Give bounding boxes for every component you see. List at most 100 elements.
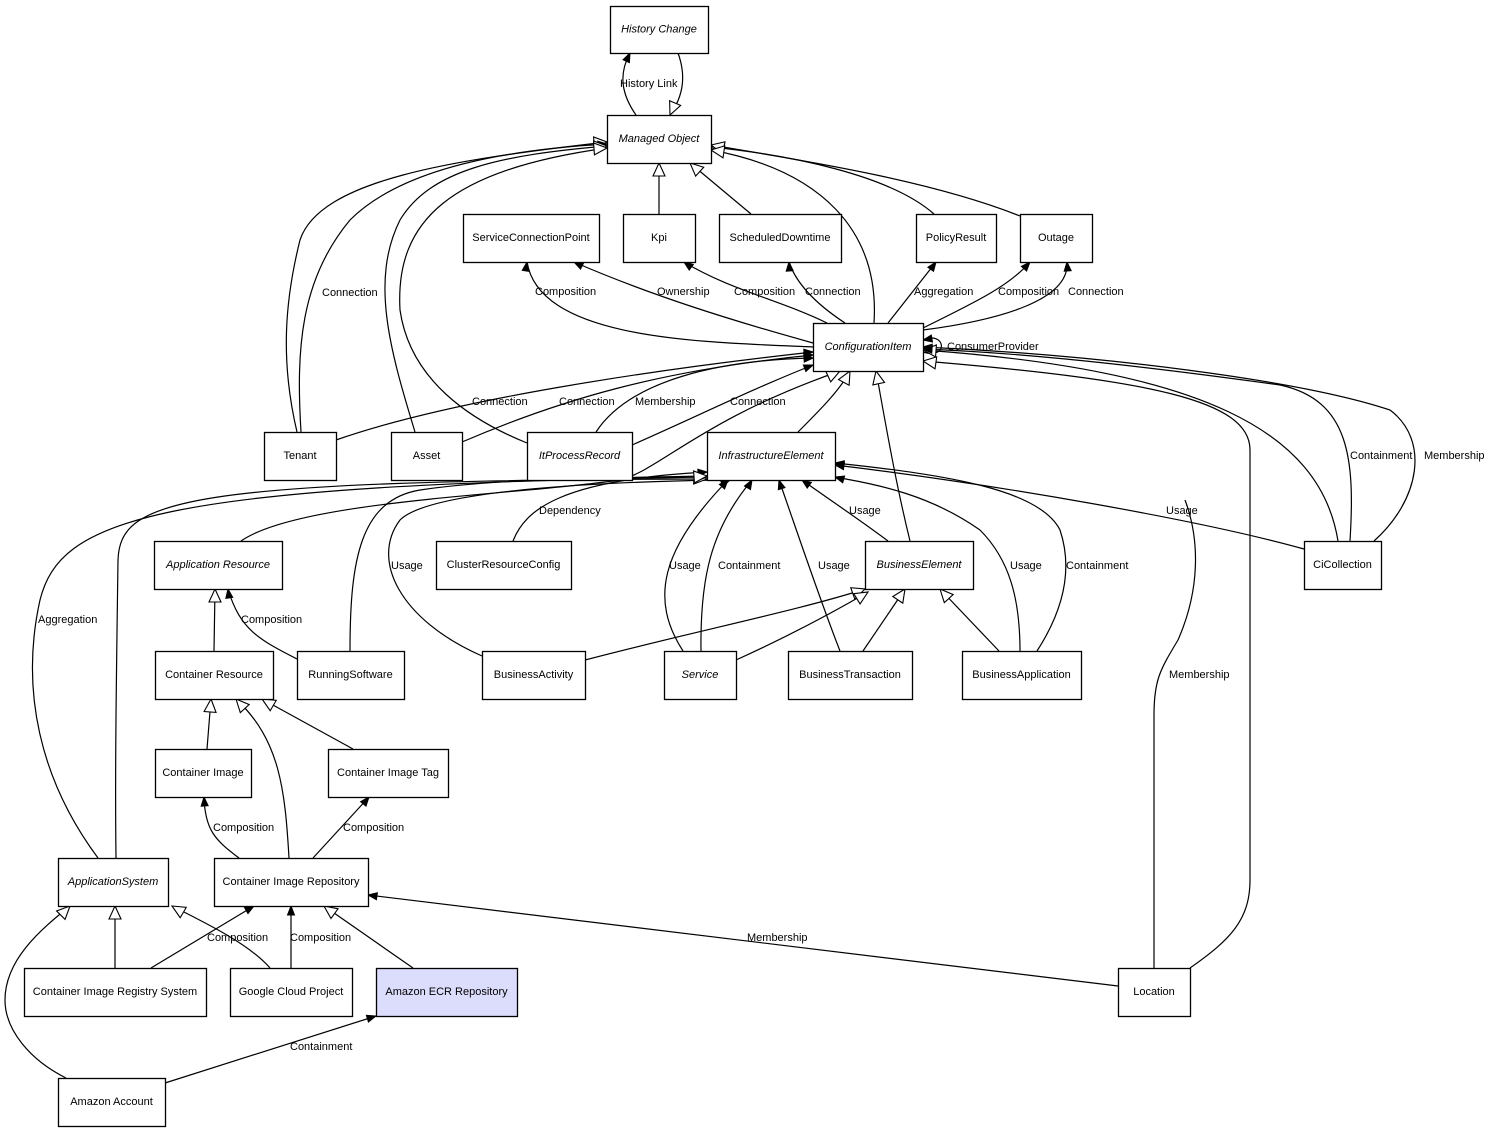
node-label: Container Image Repository — [223, 876, 360, 888]
node-label: Location — [1133, 986, 1175, 998]
node-box — [812, 322, 925, 373]
edge-label: Composition — [998, 286, 1059, 298]
node-policy-result[interactable]: PolicyResult — [915, 213, 998, 264]
node-box — [1303, 540, 1383, 591]
node-label: Container Image Tag — [337, 767, 439, 779]
edge-label: Usage — [849, 505, 881, 517]
inheritance-arrowhead-icon — [824, 370, 842, 383]
node-tenant[interactable]: Tenant — [263, 431, 338, 482]
node-cluster-resource-config[interactable]: ClusterResourceConfig — [435, 540, 573, 591]
edge-configuration-item-to-policy-result-line — [887, 261, 937, 324]
node-history-change[interactable]: History Change — [609, 5, 710, 55]
node-ci-collection[interactable]: CiCollection — [1303, 540, 1383, 591]
edge-it-process-record-to-configuration-item-line — [595, 357, 814, 433]
edge-business-element-to-configuration-item-line — [875, 370, 911, 542]
edge-ci-collection-to-configuration-item-line — [922, 346, 1416, 542]
edge-label: Usage — [1166, 505, 1198, 517]
node-business-element[interactable]: BusinessElement — [864, 540, 975, 591]
node-box — [864, 540, 975, 591]
node-configuration-item[interactable]: ConfigurationItem — [812, 322, 925, 373]
node-amazon-account[interactable]: Amazon Account — [57, 1077, 167, 1128]
edge-label: Composition — [343, 822, 404, 834]
association-arrowhead-icon — [359, 795, 370, 808]
edge-label: Containment — [1066, 560, 1128, 572]
edge-label: Membership — [1169, 669, 1230, 681]
node-service[interactable]: Service — [663, 650, 738, 701]
node-label: Container Resource — [165, 669, 263, 681]
node-box — [154, 748, 253, 799]
node-label: History Change — [621, 24, 697, 36]
node-google-cloud-project[interactable]: Google Cloud Project — [229, 967, 354, 1018]
node-box — [154, 650, 275, 701]
edge-application-system-to-infrastructure-element-line — [31, 476, 708, 859]
node-application-system[interactable]: ApplicationSystem — [57, 857, 170, 908]
node-amazon-ecr-repository[interactable]: Amazon ECR Repository — [375, 967, 519, 1018]
inheritance-arrowhead-icon — [322, 905, 339, 920]
inheritance-arrowhead-icon — [852, 591, 870, 605]
edge-business-application-to-infrastructure-element-line — [834, 462, 1067, 652]
node-box — [462, 213, 601, 264]
edge-label: Connection — [805, 286, 861, 298]
node-application-resource[interactable]: Application Resource — [153, 540, 284, 591]
node-it-process-record[interactable]: ItProcessRecord — [526, 431, 634, 482]
node-service-connection-point[interactable]: ServiceConnectionPoint — [462, 213, 601, 264]
edge-label: Composition — [207, 932, 268, 944]
edge-label: Containment — [718, 560, 780, 572]
edge-outage-to-managed-object-line — [710, 144, 1021, 217]
node-business-transaction[interactable]: BusinessTransaction — [787, 650, 914, 701]
edge-business-application-to-infrastructure-element-line — [834, 476, 1021, 652]
node-box — [57, 857, 170, 908]
association-arrowhead-icon — [200, 795, 209, 807]
node-label: ApplicationSystem — [67, 876, 159, 888]
edge-ci-collection-to-configuration-item-line — [922, 348, 1352, 542]
edge-business-application-to-business-element-line — [939, 588, 1000, 652]
edge-amazon-ecr-repository-to-container-image-repository-line — [323, 905, 414, 969]
association-arrowhead-icon — [1063, 260, 1072, 272]
node-container-image-registry-system[interactable]: Container Image Registry System — [23, 967, 208, 1018]
node-business-activity[interactable]: BusinessActivity — [481, 650, 587, 701]
node-label: ScheduledDowntime — [730, 232, 831, 244]
node-box — [1019, 213, 1094, 264]
edge-configuration-item-to-outage-line — [922, 261, 1068, 331]
node-managed-object[interactable]: Managed Object — [606, 114, 713, 165]
edge-service-to-infrastructure-element-line — [664, 479, 729, 652]
edge-running-software-to-application-resource-line — [227, 588, 298, 660]
node-asset[interactable]: Asset — [390, 431, 464, 482]
node-container-image-repository[interactable]: Container Image Repository — [213, 857, 370, 908]
association-arrowhead-icon — [1020, 260, 1031, 272]
edge-cluster-resource-config-to-infrastructure-element-line — [512, 471, 708, 542]
edge-amazon-account-to-application-system-line — [4, 905, 71, 1079]
association-arrowhead-icon — [800, 479, 813, 490]
edge-configuration-item-to-kpi-line — [683, 261, 828, 324]
inheritance-arrowhead-icon — [170, 905, 188, 919]
association-arrowhead-icon — [718, 478, 729, 490]
node-outage[interactable]: Outage — [1019, 213, 1094, 264]
inheritance-arrowhead-icon — [55, 905, 71, 921]
node-label: CiCollection — [1313, 559, 1372, 571]
edge-container-image-registry-system-to-container-image-repository-line — [150, 905, 255, 969]
node-box — [435, 540, 573, 591]
edge-label: Connection — [1068, 286, 1124, 298]
node-container-resource[interactable]: Container Resource — [154, 650, 275, 701]
edge-label: ConsumerProvider — [947, 341, 1039, 353]
node-running-software[interactable]: RunningSoftware — [296, 650, 406, 701]
inheritance-arrowhead-icon — [235, 698, 251, 714]
node-infrastructure-element[interactable]: InfrastructureElement — [706, 431, 837, 482]
edge-label: Usage — [818, 560, 850, 572]
edge-label: Containment — [1350, 450, 1412, 462]
association-arrowhead-icon — [521, 260, 530, 273]
node-container-image-tag[interactable]: Container Image Tag — [327, 748, 450, 799]
node-box — [622, 213, 697, 264]
node-kpi[interactable]: Kpi — [622, 213, 697, 264]
node-scheduled-downtime[interactable]: ScheduledDowntime — [718, 213, 843, 264]
node-box — [606, 114, 713, 165]
association-arrowhead-icon — [921, 343, 933, 352]
edge-label: Connection — [730, 396, 786, 408]
node-container-image[interactable]: Container Image — [154, 748, 253, 799]
association-arrowhead-icon — [286, 904, 296, 916]
edge-label: Membership — [635, 396, 696, 408]
node-business-application[interactable]: BusinessApplication — [961, 650, 1083, 701]
node-label: Managed Object — [619, 133, 701, 145]
node-box — [229, 967, 354, 1018]
node-location[interactable]: Location — [1117, 967, 1192, 1018]
